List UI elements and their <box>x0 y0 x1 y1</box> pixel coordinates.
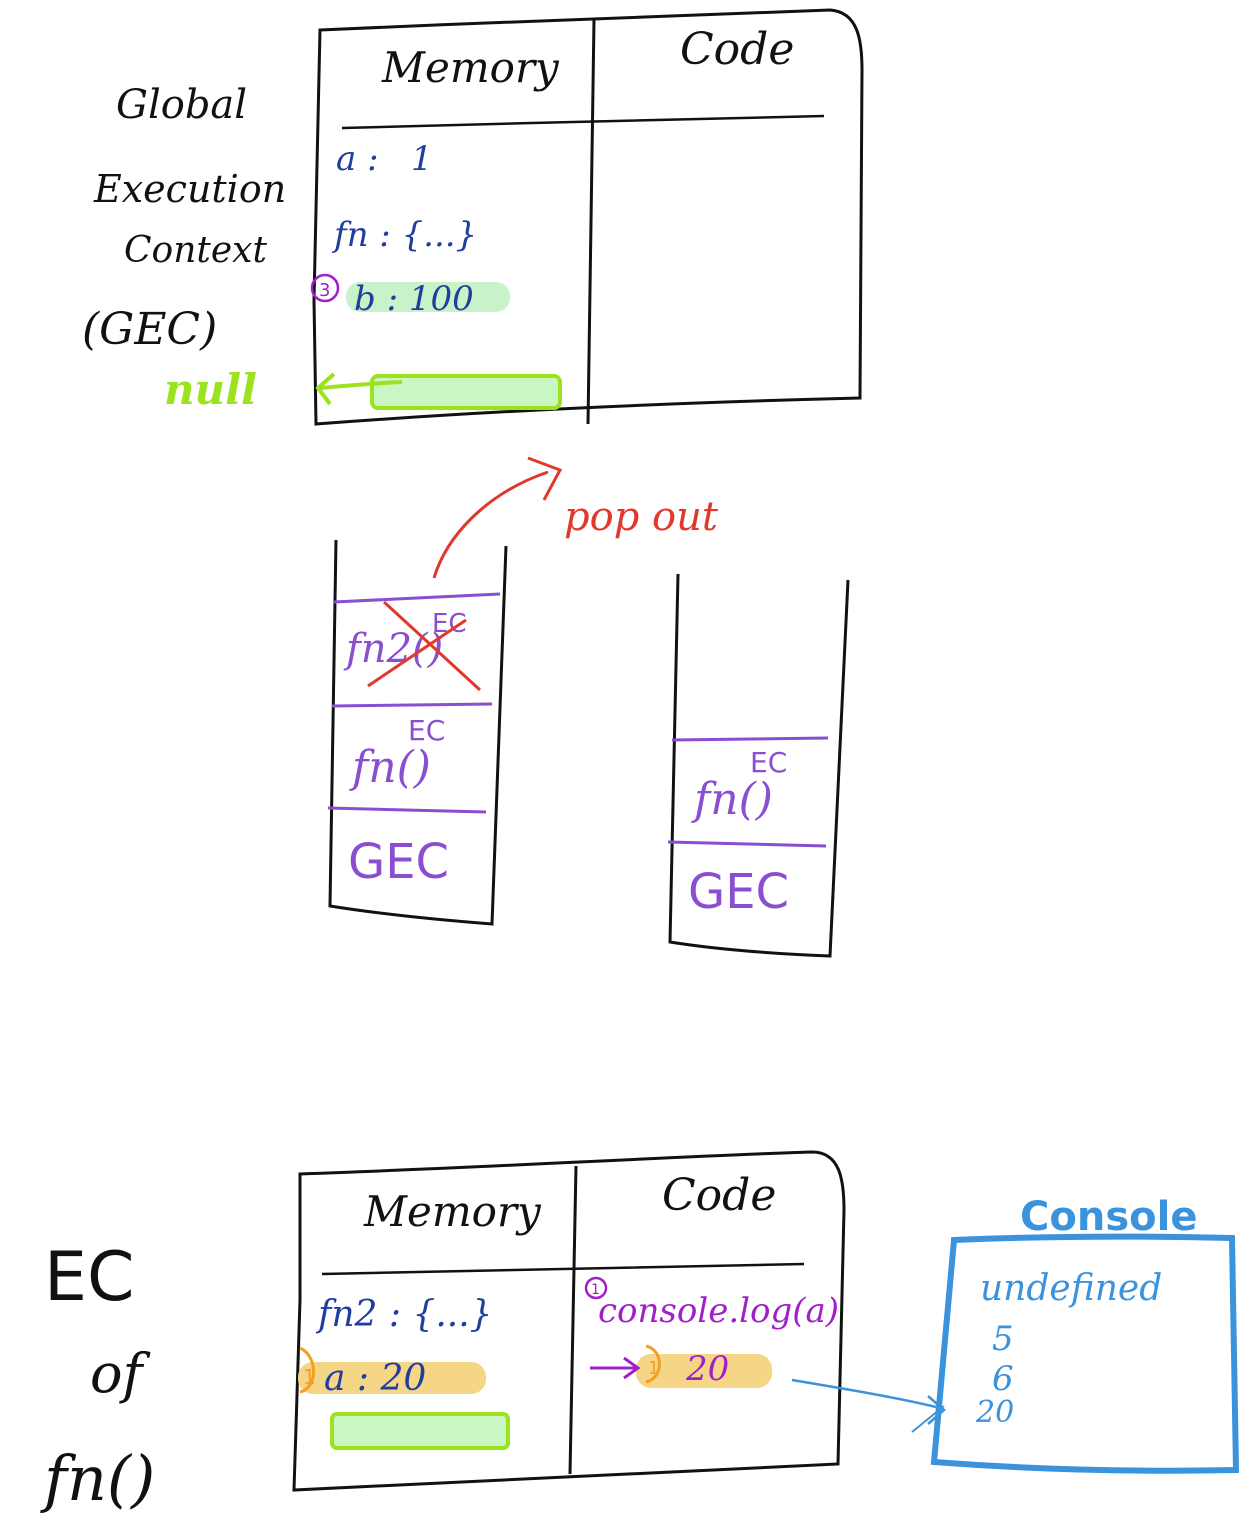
gec-memory-entry-fn: fn : {...} <box>331 215 477 255</box>
pop-out-annotation: pop out <box>432 456 719 579</box>
fn-ec-code-header: Code <box>662 1170 776 1221</box>
console-panel: Console undefined 5 6 20 <box>930 1194 1240 1474</box>
fn-ec-memory-marker-label: 1 <box>303 1365 316 1389</box>
fn-ec-memory-marker-icon <box>299 1346 315 1394</box>
stack-before-frame-gec: GEC <box>348 834 449 890</box>
stack-after-frame-fn: fn() <box>691 774 773 825</box>
gec-null-arrow-head-icon <box>315 372 336 406</box>
gec-box-header-rule <box>341 114 825 130</box>
fn-ec-label-line-1: EC <box>44 1238 134 1317</box>
fn-ec-code-marker-icon <box>584 1276 608 1300</box>
stack-before-divider-2 <box>331 702 493 708</box>
console-box <box>930 1233 1240 1474</box>
fn-ec-code-arrow-head-icon <box>623 1356 641 1380</box>
step-marker-3-label: 3 <box>319 280 330 301</box>
call-stack-before: fn2() EC fn() EC GEC <box>327 539 508 926</box>
gec-label-line-3: Context <box>124 230 267 271</box>
console-line-6: 6 <box>992 1359 1014 1399</box>
fn-ec-box: Memory Code fn2 : {...} 1 a : 20 1 conso… <box>292 1150 946 1492</box>
fn-ec-code-result-marker-label: 1 <box>648 1358 659 1379</box>
fn-ec-box-outline <box>292 1150 846 1492</box>
call-stack-after: fn() EC GEC <box>667 573 850 958</box>
console-line-20: 20 <box>975 1395 1014 1430</box>
pop-out-arrow-head-icon <box>527 456 563 501</box>
fn-ec-code-highlight-result <box>636 1354 772 1388</box>
stack-before-frame-fn2: fn2() <box>343 626 443 672</box>
gec-box-outline <box>312 8 864 426</box>
gec-label-line-4: (GEC) <box>82 304 217 355</box>
fn-ec-label-line-3: fn() <box>40 1442 155 1515</box>
stack-after-outline <box>668 573 850 958</box>
fn-ec-memory-header: Memory <box>363 1187 542 1236</box>
stack-before-divider-3 <box>327 806 487 814</box>
gec-side-label: Global Execution Context (GEC) <box>82 82 286 355</box>
cross-out-line-1-icon <box>382 600 482 692</box>
gec-box-divider <box>586 19 596 425</box>
fn-ec-code-marker-label: 1 <box>591 1282 600 1298</box>
gec-null-arrow-line <box>319 380 403 390</box>
gec-code-header: Code <box>680 24 794 75</box>
gec-label-line-2: Execution <box>93 167 286 211</box>
pop-out-label: pop out <box>564 494 719 540</box>
fn-ec-box-divider <box>568 1165 578 1475</box>
console-title: Console <box>1020 1194 1197 1240</box>
fn-ec-memory-entry-fn2: fn2 : {...} <box>315 1294 493 1335</box>
fn-ec-label-line-2: of <box>90 1342 151 1405</box>
console-line-5: 5 <box>992 1319 1014 1359</box>
gec-memory-header: Memory <box>381 43 560 92</box>
fn-ec-code-entry-console-log: console.log(a) <box>598 1291 839 1331</box>
cross-out-line-2-icon <box>367 618 467 688</box>
gec-memory-entry-b: b : 100 <box>354 279 474 319</box>
fn-ec-code-result-marker-icon <box>645 1344 661 1384</box>
output-arrow-head-icon <box>927 1395 946 1425</box>
stack-before-ec-tag-fn: EC <box>408 714 445 747</box>
fn-ec-outer-env-pointer <box>330 1412 510 1450</box>
console-line-undefined: undefined <box>980 1268 1162 1309</box>
stack-before-frame-fn: fn() <box>349 742 431 793</box>
fn-ec-code-entry-result: 20 <box>685 1349 729 1389</box>
fn-ec-memory-entry-a: a : 20 <box>324 1358 426 1399</box>
stack-after-ec-tag-fn: EC <box>750 746 787 779</box>
fn-ec-box-header-rule <box>321 1262 805 1276</box>
fn-ec-side-label: EC of fn() <box>40 1238 155 1515</box>
gec-null-label: null <box>164 365 257 414</box>
stack-after-frame-gec: GEC <box>688 864 789 920</box>
fn-ec-memory-highlight-a <box>298 1362 486 1394</box>
output-arrow-line <box>791 1378 941 1410</box>
pop-out-arrow-line <box>432 470 549 579</box>
gec-outer-env-pointer <box>370 374 562 410</box>
step-marker-3-icon <box>310 273 340 303</box>
gec-label-line-1: Global <box>116 82 247 128</box>
gec-box: Memory Code a : 1 fn : {...} 3 b : 100 n… <box>164 8 864 426</box>
stack-after-divider-1 <box>671 736 829 742</box>
stack-before-outline <box>328 539 508 926</box>
gec-memory-highlight-b <box>346 282 510 312</box>
stack-before-divider-1 <box>333 592 501 604</box>
stack-after-divider-2 <box>667 840 827 848</box>
gec-memory-entry-a: a : 1 <box>336 139 433 179</box>
